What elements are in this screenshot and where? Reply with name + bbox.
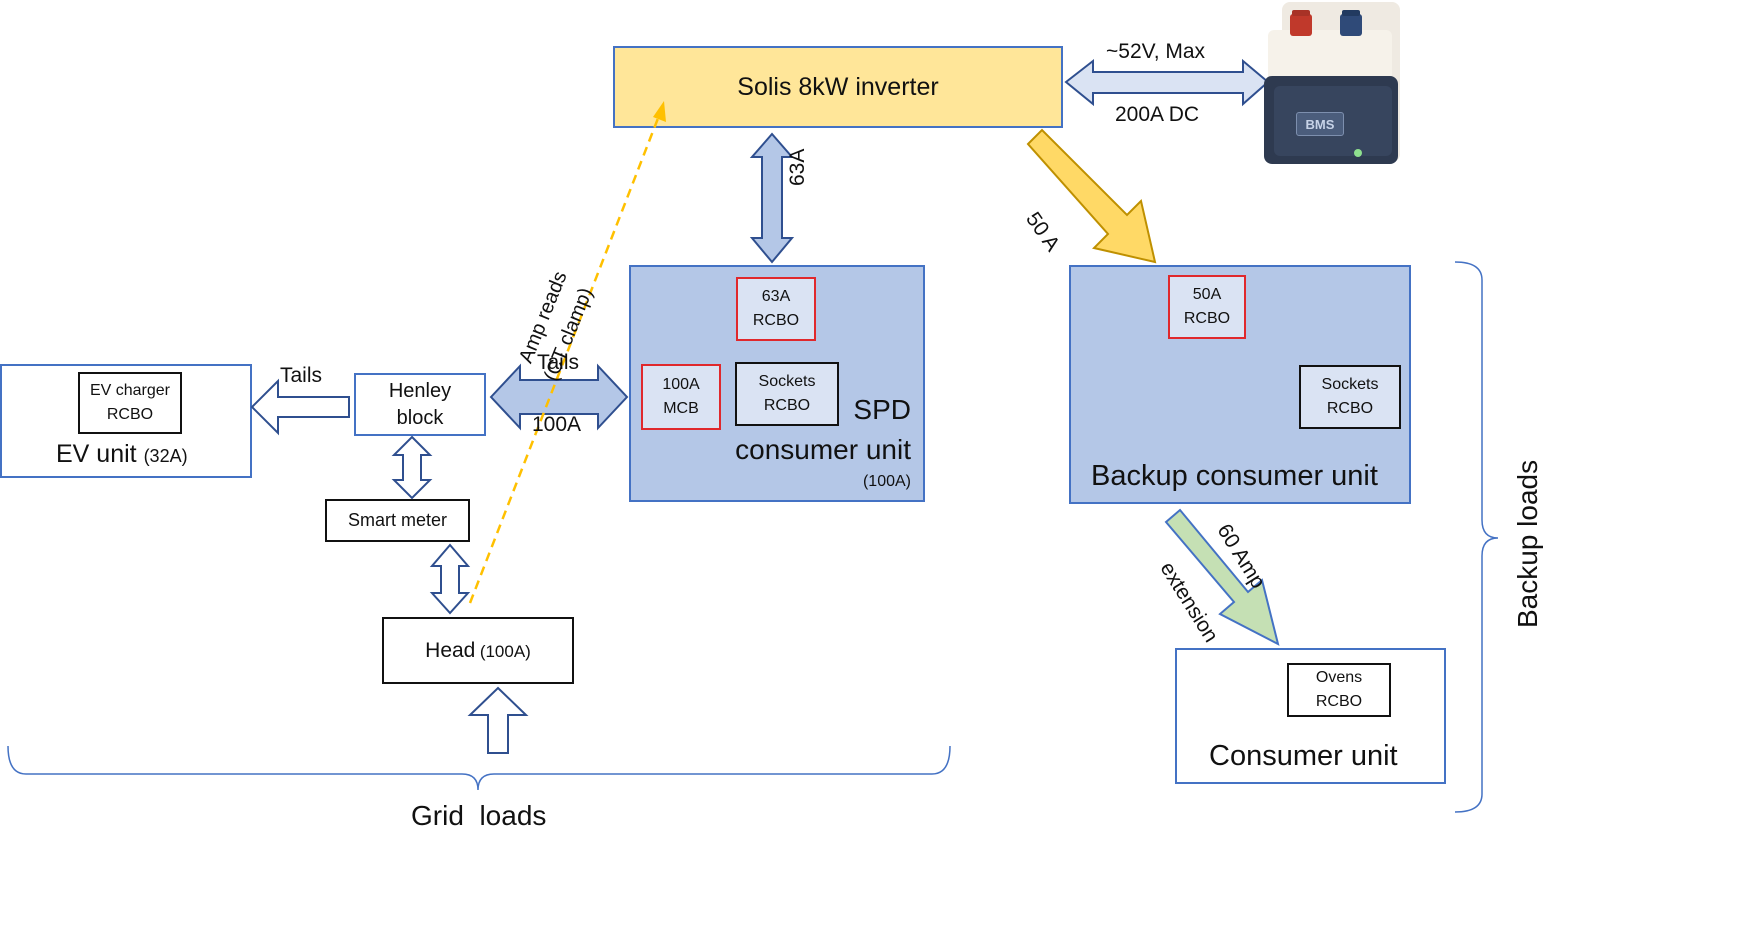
spd-title-line2: consumer unit — [735, 434, 911, 465]
inverter-box: Solis 8kW inverter — [613, 46, 1063, 128]
inverter-spd-arrow — [749, 132, 795, 264]
breaker-mcb-line1: 100A — [662, 376, 700, 393]
meter-head-arrow — [429, 543, 471, 615]
head-box: Head (100A) — [382, 617, 574, 684]
ev-breaker-line1: EV charger — [89, 382, 171, 399]
grid-loads-label: Grid loads — [411, 800, 547, 831]
ev-unit-rating: (32A) — [143, 446, 188, 466]
inverter-label: Solis 8kW inverter — [737, 72, 939, 101]
backup-consumer-arrow — [1164, 508, 1280, 646]
henley-spd-arrow — [489, 363, 629, 431]
breaker-50a-line1: 50A — [1192, 286, 1222, 303]
ovens-line2: RCBO — [1315, 693, 1363, 710]
ev-unit-name: EV unit — [56, 440, 137, 468]
smart-meter-label: Smart meter — [347, 510, 448, 530]
battery-link-bottom: 200A DC — [1115, 103, 1200, 126]
henley-meter-arrow — [391, 435, 433, 500]
spd-consumer-unit: 63A RCBO 100A MCB Sockets RCBO SPD consu… — [629, 265, 925, 502]
breaker-63a-line2: RCBO — [752, 312, 800, 329]
grid-loads-brace — [7, 745, 951, 791]
battery-bms-image — [1264, 2, 1400, 164]
head-label: Head — [425, 638, 476, 662]
bms-label: BMS — [1305, 116, 1335, 132]
backup-breaker-sockets-rcbo: Sockets RCBO — [1299, 365, 1401, 429]
breaker-63a-rcbo: 63A RCBO — [736, 277, 816, 341]
breaker-mcb-line2: MCB — [663, 400, 699, 417]
henley-spd-bottom-label: 100A — [532, 413, 582, 436]
henley-line1: Henley — [388, 379, 452, 402]
ovens-line1: Ovens — [1315, 669, 1363, 686]
henley-spd-top-label: Tails — [537, 351, 580, 374]
spd-rating: (100A) — [862, 473, 911, 490]
backup-unit-title: Backup consumer unit — [1091, 460, 1378, 492]
backup-sockets-line2: RCBO — [1326, 400, 1374, 417]
breaker-50a-rcbo: 50A RCBO — [1168, 275, 1246, 339]
breaker-ev-charger-rcbo: EV charger RCBO — [78, 372, 182, 434]
head-label-row: Head (100A) — [425, 639, 531, 663]
inverter-battery-arrow — [1064, 58, 1270, 107]
consumer-unit-title: Consumer unit — [1209, 740, 1398, 772]
ev-unit-title: EV unit (32A) — [56, 440, 188, 469]
backup-sockets-line1: Sockets — [1321, 376, 1379, 393]
breaker-50a-line2: RCBO — [1183, 310, 1231, 327]
ev-unit: EV charger RCBO EV unit (32A) — [0, 364, 252, 478]
inverter-backup-arrow — [1026, 128, 1157, 264]
backup-loads-brace — [1454, 261, 1499, 813]
smart-meter: Smart meter — [325, 499, 470, 542]
ct-clamp-arrowhead — [653, 101, 666, 122]
consumer-unit: Ovens RCBO Consumer unit — [1175, 648, 1446, 784]
breaker-63a-line1: 63A — [761, 288, 791, 305]
bms-badge: BMS — [1296, 112, 1344, 136]
henley-line2: block — [396, 406, 444, 429]
ct-clamp-line — [468, 107, 664, 604]
spd-link-label: 63A — [786, 148, 809, 186]
breaker-sockets-rcbo: Sockets RCBO — [735, 362, 839, 426]
grid-supply-arrow — [467, 686, 529, 754]
breaker-sockets-line2: RCBO — [763, 397, 811, 414]
breaker-100a-mcb: 100A MCB — [641, 364, 721, 430]
backup-loads-label: Backup loads — [1512, 459, 1543, 628]
breaker-ovens-rcbo: Ovens RCBO — [1287, 663, 1391, 717]
spd-title: SPD — [853, 394, 911, 425]
ev-breaker-line2: RCBO — [106, 406, 154, 423]
henley-block: Henley block — [354, 373, 486, 436]
backup-consumer-unit: 50A RCBO Sockets RCBO Backup consumer un… — [1069, 265, 1411, 504]
henley-ev-arrow — [250, 378, 350, 436]
battery-link-top: ~52V, Max — [1106, 40, 1206, 63]
head-rating: (100A) — [479, 641, 531, 661]
breaker-sockets-line1: Sockets — [758, 373, 816, 390]
henley-ev-label: Tails — [280, 364, 323, 387]
